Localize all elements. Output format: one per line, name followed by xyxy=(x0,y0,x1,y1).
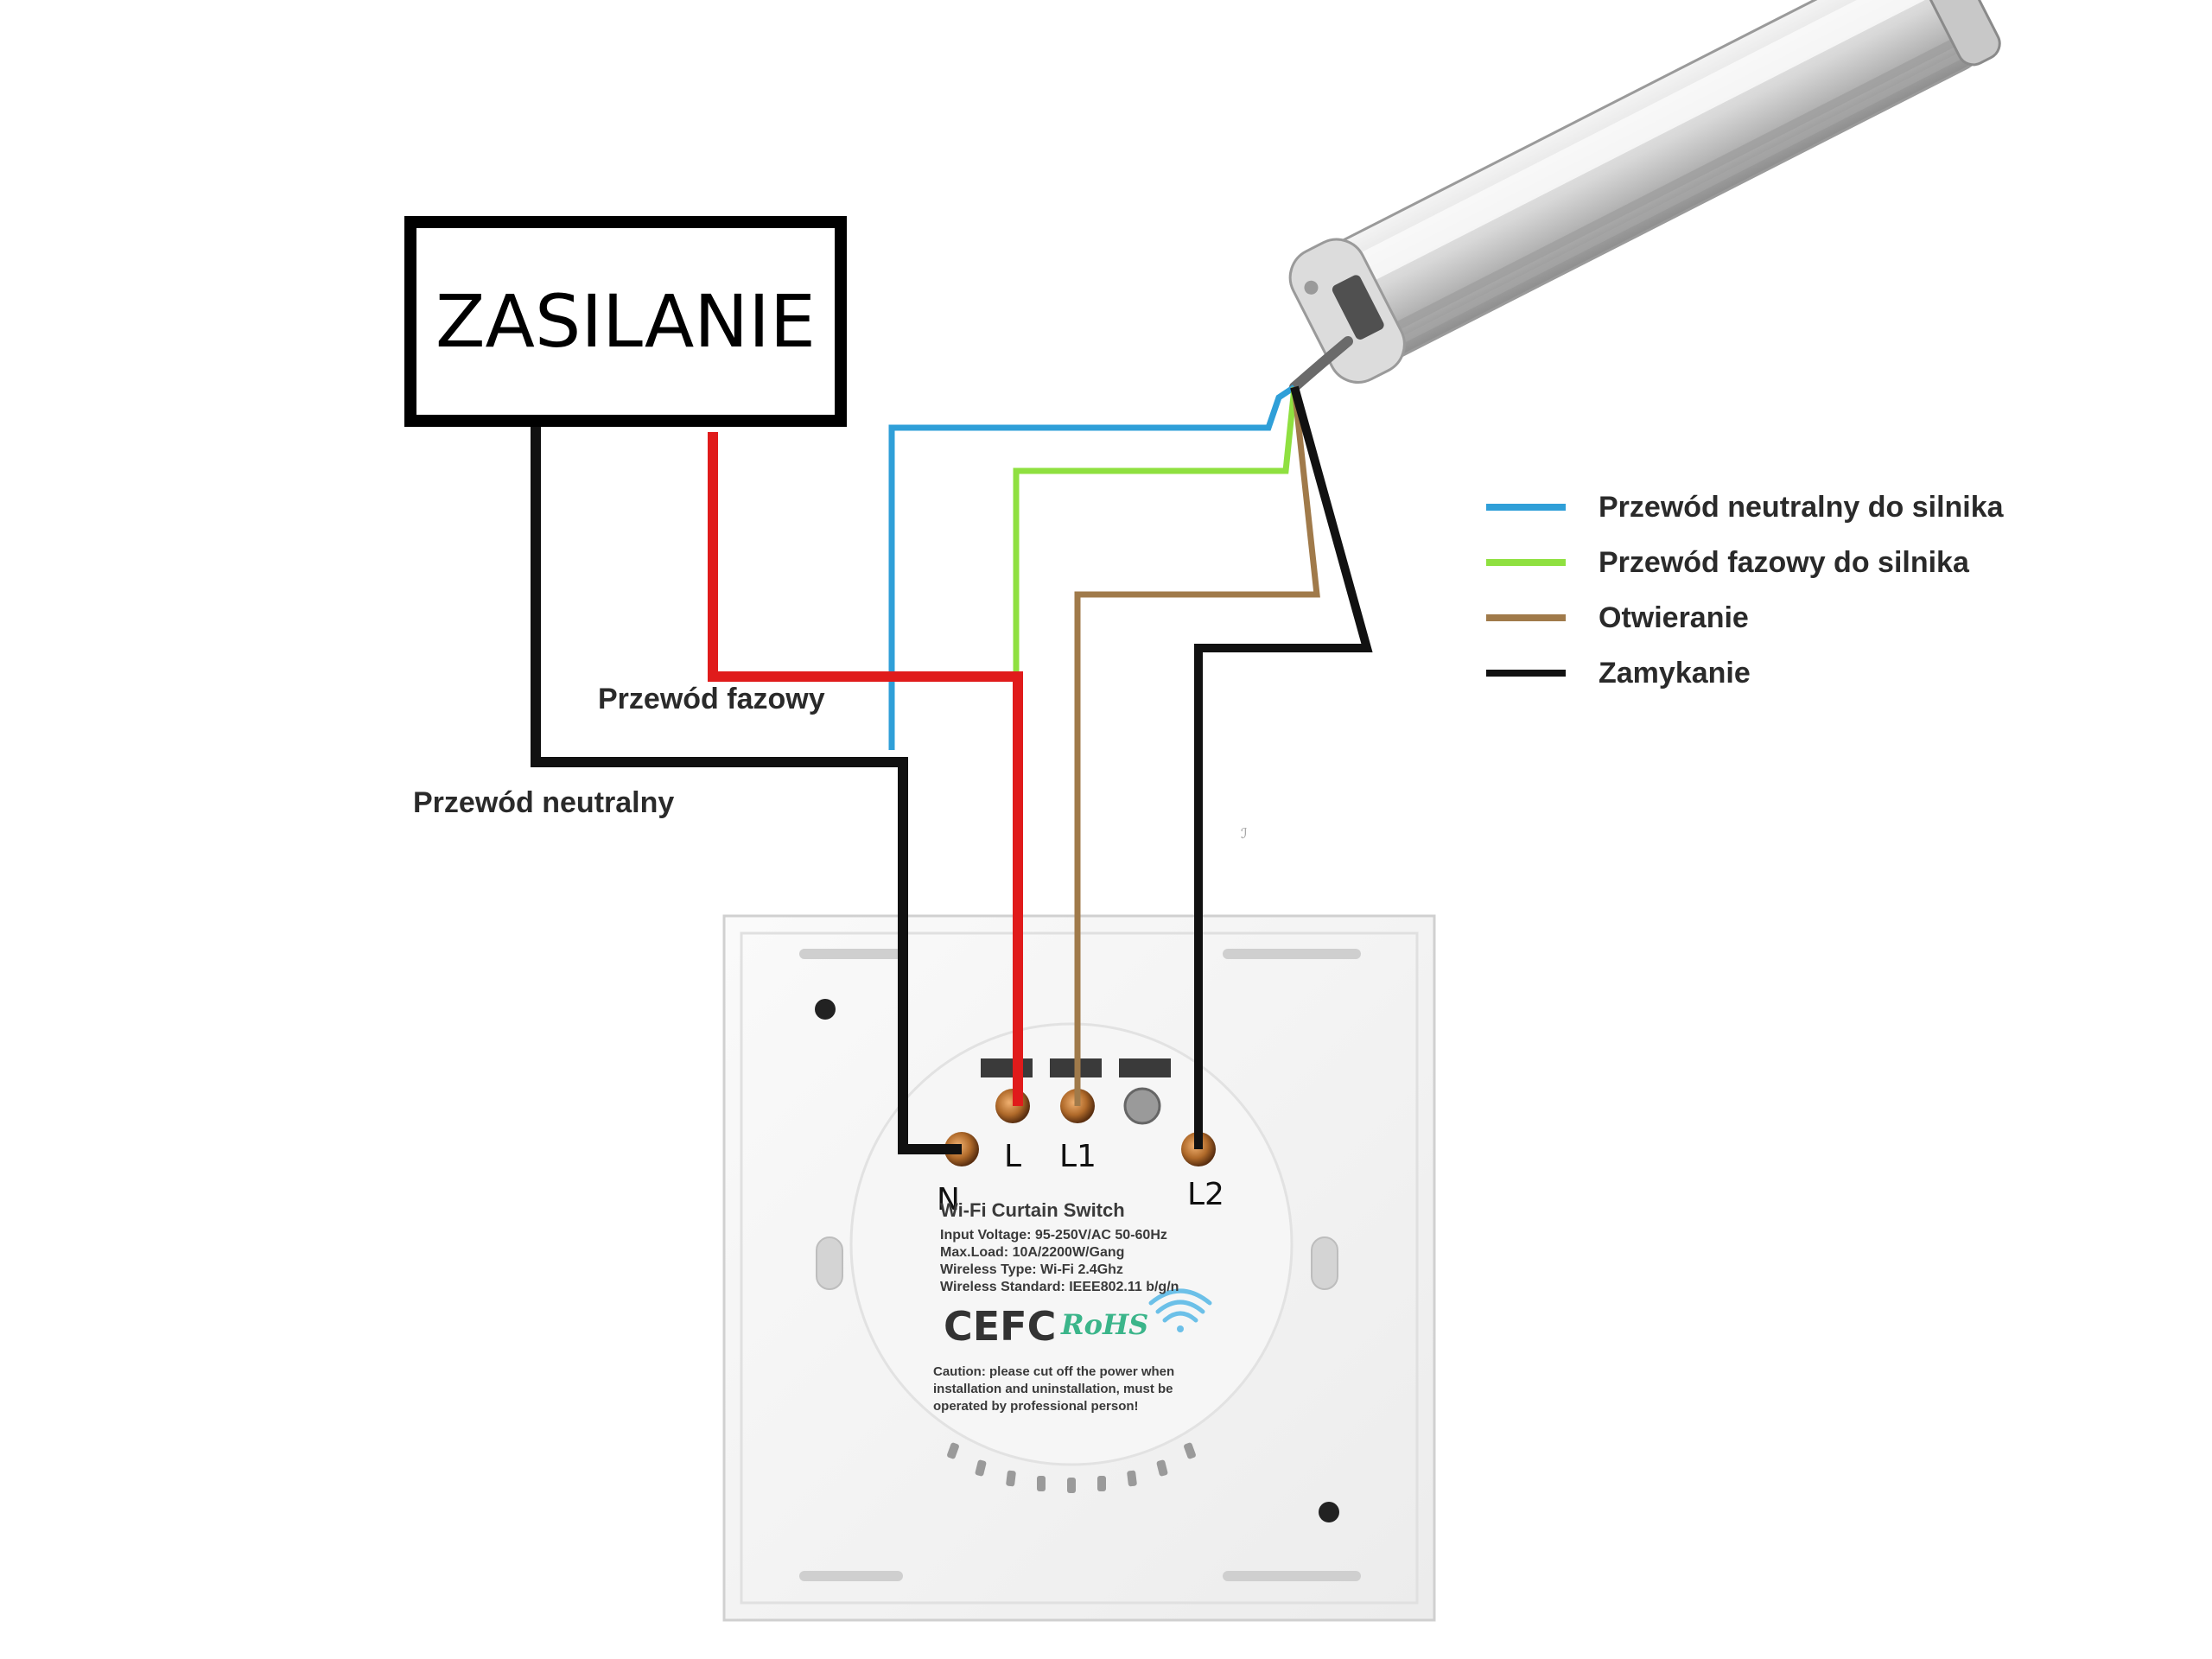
legend-swatch xyxy=(1486,559,1566,566)
legend-item: Otwieranie xyxy=(1486,590,2004,645)
wire-supply-phase xyxy=(708,432,1023,1106)
legend: Przewód neutralny do silnika Przewód faz… xyxy=(1486,480,2004,701)
legend-item: Przewód neutralny do silnika xyxy=(1486,480,2004,535)
legend-label: Przewód neutralny do silnika xyxy=(1599,490,2004,524)
caution-text: operated by professional person! xyxy=(933,1399,1139,1414)
wire-motor-phase xyxy=(1013,386,1298,677)
wire-close xyxy=(1194,385,1373,1149)
legend-label: Zamykanie xyxy=(1599,656,1751,690)
rohs-mark: RoHS xyxy=(1061,1308,1149,1341)
certification-marks: CEFC xyxy=(944,1303,1057,1350)
legend-swatch xyxy=(1486,670,1566,677)
wifi-icon xyxy=(1148,1288,1212,1332)
switch-spec: Wireless Standard: IEEE802.11 b/g/n xyxy=(940,1280,1179,1294)
terminal-l-label: L xyxy=(1004,1139,1022,1174)
switch-spec: Max.Load: 10A/2200W/Gang xyxy=(940,1245,1125,1260)
switch-spec: Wireless Type: Wi-Fi 2.4Ghz xyxy=(940,1262,1123,1277)
caution-text: installation and uninstallation, must be xyxy=(933,1382,1173,1396)
power-supply-label: ZASILANIE xyxy=(435,279,816,364)
neutral-wire-label: Przewód neutralny xyxy=(413,786,675,819)
tubular-motor-icon xyxy=(1288,0,2001,392)
legend-label: Przewód fazowy do silnika xyxy=(1599,545,1969,579)
power-supply-box: ZASILANIE xyxy=(404,216,847,427)
legend-item: Zamykanie xyxy=(1486,645,2004,701)
wire-supply-neutral xyxy=(531,427,962,1154)
terminal-l1-label: L1 xyxy=(1059,1139,1096,1174)
legend-item: Przewód fazowy do silnika xyxy=(1486,535,2004,590)
switch-spec: Input Voltage: 95-250V/AC 50-60Hz xyxy=(940,1228,1167,1243)
legend-swatch xyxy=(1486,504,1566,511)
wire-open xyxy=(1074,386,1320,1106)
terminal-l2-label: L2 xyxy=(1187,1177,1224,1212)
wires xyxy=(531,385,1373,1154)
caution-text: Caution: please cut off the power when xyxy=(933,1364,1175,1379)
phase-wire-label: Przewód fazowy xyxy=(598,683,825,715)
legend-swatch xyxy=(1486,614,1566,621)
wire-motor-neutral xyxy=(888,385,1296,750)
small-mark: ℐ xyxy=(1241,827,1248,842)
switch-title: Wi-Fi Curtain Switch xyxy=(940,1199,1125,1221)
terminal-n-label: N xyxy=(937,1182,960,1217)
legend-label: Otwieranie xyxy=(1599,601,1749,634)
